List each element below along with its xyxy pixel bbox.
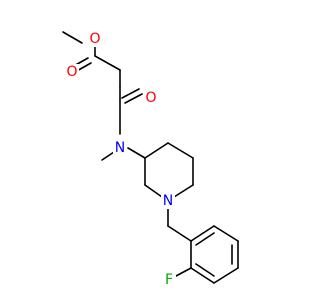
bond-ester-c-ch2 [94,55,121,71]
amide-carbonyl-oxygen-label: O [144,90,158,106]
ester-carbonyl-oxygen-label: O [65,64,79,80]
amide-nitrogen-text: N [115,140,125,156]
ester-oxygen-text: O [89,31,100,47]
ester-carbonyl-oxygen-mask [65,64,79,80]
bond-ar-c6-c1 [190,225,215,242]
bond-ring-n-c2 [144,184,163,198]
fluorine-mask [162,272,176,288]
atom-labels: O O O N N F [65,31,176,288]
fluorine-label: F [162,272,176,288]
bond-ar-f [175,267,192,277]
ester-carbonyl-oxygen-text: O [66,64,77,80]
bond-n-ring-c3 [127,147,146,159]
amide-carbonyl-oxygen-mask [144,90,158,106]
bond-ch2-aryl [167,225,192,242]
bond-ar-inner-c [195,232,215,246]
bond-ar-c5-c6 [213,225,239,242]
bond-amide-c-o-double-a [121,88,140,99]
fluorine-text: F [165,272,173,288]
molecule-structure: O O O N N F [62,31,239,288]
ring-nitrogen-text: N [163,193,173,209]
amide-nitrogen-label: N [113,140,127,156]
bond-methyl-o [62,31,83,44]
bond-ar-c3-c4 [213,267,239,284]
bond-ring-c6-n [173,184,194,198]
bond-ring-c4-c5 [167,142,194,159]
bonds [62,31,239,284]
bond-ar-inner-a [195,263,215,277]
bond-ring-c3-c4 [144,142,169,159]
bond-ar-c2-c3 [190,267,215,284]
amide-nitrogen-mask [113,140,127,156]
ester-oxygen-mask [88,31,102,47]
bond-amide-c-o-double-b [124,93,143,104]
ester-oxygen-label: O [88,31,102,47]
ring-nitrogen-mask [161,193,175,209]
amide-carbonyl-oxygen-text: O [145,90,156,106]
ring-nitrogen-label: N [161,193,175,209]
